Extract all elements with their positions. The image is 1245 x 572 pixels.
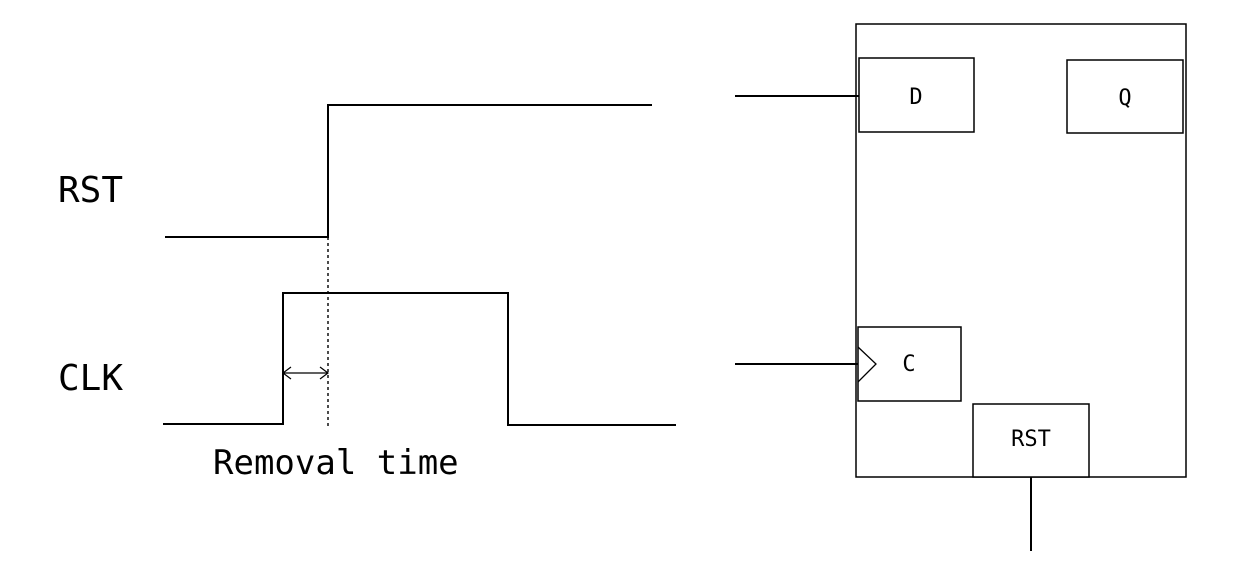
clock-edge-triangle [857,346,877,383]
rst-signal-label: RST [58,170,123,211]
rst-waveform [165,104,652,238]
flipflop-wires [735,95,1032,551]
timing-diagram [163,104,676,428]
q-port-label: Q [1118,86,1131,111]
q-port-box [1066,59,1184,134]
d-port-label: D [909,85,922,110]
clk-waveform [163,292,676,426]
clk-signal-label: CLK [58,358,123,399]
d-port-box [858,57,975,133]
rst-port-label: RST [1011,427,1051,452]
removal-time-label: Removal time [213,443,459,483]
flipflop-block [855,23,1187,478]
removal-time-arrow [282,366,329,380]
c-port-label: C [902,352,915,377]
